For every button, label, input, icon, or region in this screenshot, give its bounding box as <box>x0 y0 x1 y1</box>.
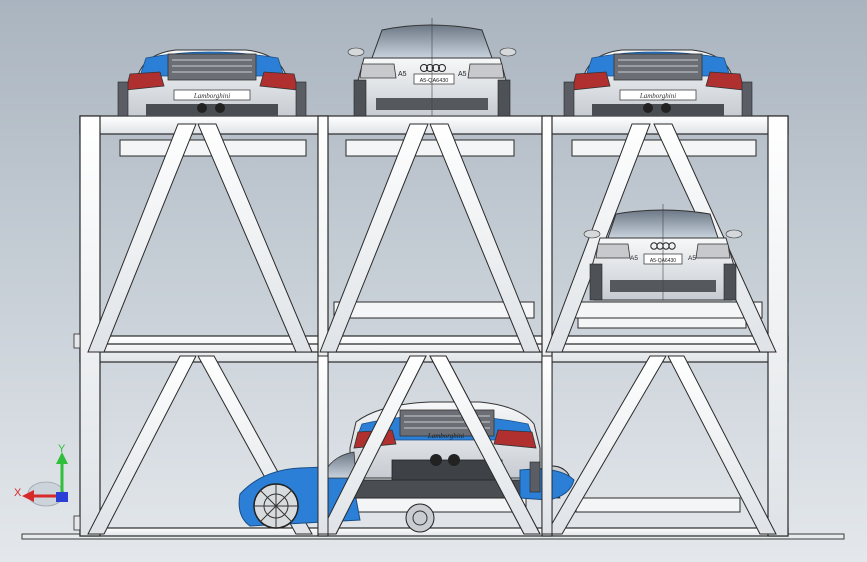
post-mid-right <box>541 115 553 537</box>
car-audi-top-middle[interactable]: A5 A5-QA6430 A5 <box>347 18 517 117</box>
audi-badge-middle-right: A5 <box>630 255 638 262</box>
lambo-script-top-right: Lamborghini <box>639 92 676 100</box>
post-mid-left <box>317 115 329 537</box>
platform-top-middle <box>345 139 515 157</box>
audi-right-badge-middle-right: A5 <box>688 255 696 262</box>
coordinate-triad: Y X <box>14 443 68 507</box>
post-left <box>79 115 101 537</box>
lambo-script-top-left: Lamborghini <box>193 92 230 100</box>
platform-bottom-right <box>575 497 741 513</box>
platform-bottom-middle <box>355 497 527 513</box>
lower-braces-front <box>317 355 553 535</box>
platform-mid-right-tray <box>577 317 747 329</box>
triad-x-label: X <box>14 487 22 499</box>
frame-structure <box>79 115 789 537</box>
triad-y-label: Y <box>58 443 66 455</box>
platform-mid-middle <box>333 301 535 319</box>
car-lamborghini-bottom-tilted[interactable]: Lamborghini <box>238 401 575 533</box>
car-lamborghini-top-left[interactable]: Lamborghini <box>117 49 307 117</box>
audi-plate-top-middle: A5-QA6430 <box>420 78 449 84</box>
car-audi-middle-right[interactable]: A5 A5-QA6430 A5 <box>583 204 743 301</box>
post-right <box>767 115 789 537</box>
audi-right-badge-top-middle: A5 <box>458 71 467 78</box>
lambo-script-bottom: Lamborghini <box>427 432 464 440</box>
bottom-beam <box>79 527 789 537</box>
audi-badge-top-middle: A5 <box>398 71 407 78</box>
upper-braces <box>87 123 777 353</box>
car-lamborghini-top-right[interactable]: Lamborghini <box>563 49 753 117</box>
platform-mid-right <box>565 301 763 319</box>
